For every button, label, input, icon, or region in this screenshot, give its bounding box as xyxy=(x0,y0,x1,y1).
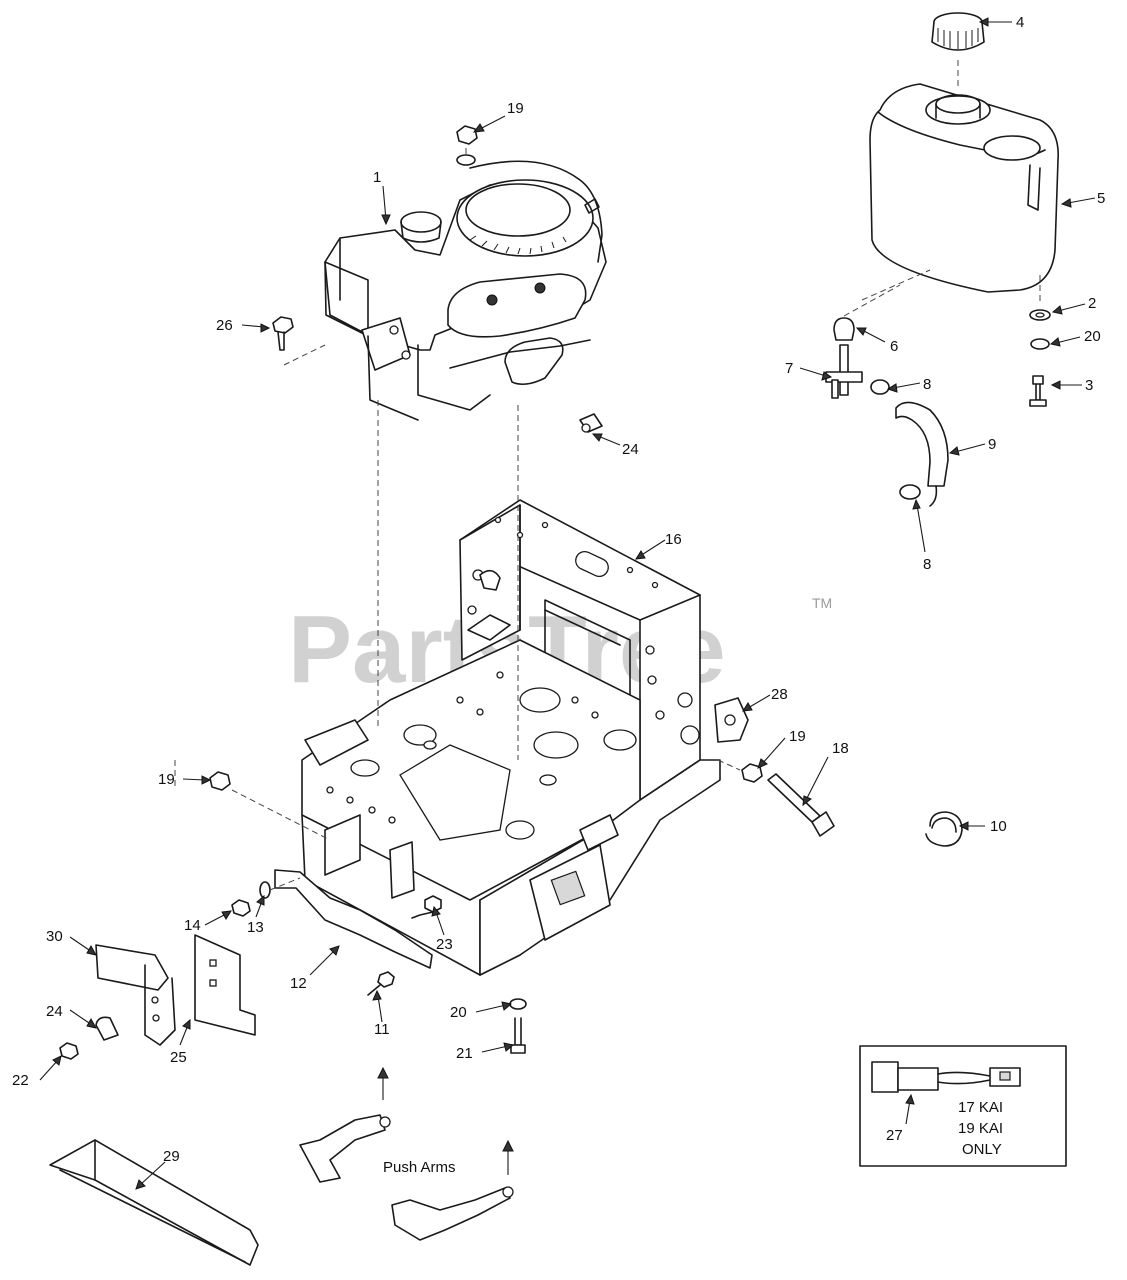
callout-25: 25 xyxy=(170,1049,187,1066)
callout-24-upper: 24 xyxy=(622,441,639,458)
bolt-11 xyxy=(367,971,395,996)
callout-19-left: 19 xyxy=(158,771,175,788)
callout-20-lower: 20 xyxy=(450,1004,467,1021)
callout-19-top: 19 xyxy=(507,100,524,117)
callout-18: 18 xyxy=(832,740,849,757)
callout-9: 9 xyxy=(988,436,996,453)
callout-7: 7 xyxy=(785,360,793,377)
hardware-20-21 xyxy=(509,998,527,1054)
callout-30: 30 xyxy=(46,928,63,945)
callout-21: 21 xyxy=(456,1045,473,1062)
callout-29: 29 xyxy=(163,1148,180,1165)
fuel-hose xyxy=(870,379,949,507)
push-arms-label: Push Arms xyxy=(383,1159,456,1176)
hardware-13-14 xyxy=(231,877,301,917)
nut-19-top xyxy=(456,125,478,166)
callout-13: 13 xyxy=(247,919,264,936)
bumper-29 xyxy=(49,1139,259,1266)
fuel-cap xyxy=(931,12,985,90)
callout-10: 10 xyxy=(990,818,1007,835)
callout-14: 14 xyxy=(184,917,201,934)
engine xyxy=(324,160,607,433)
fuel-valve xyxy=(825,284,901,399)
callout-8-upper: 8 xyxy=(923,376,931,393)
callout-1: 1 xyxy=(373,169,381,186)
callout-16: 16 xyxy=(665,531,682,548)
fuel-tank xyxy=(869,83,1059,293)
bolt-18 xyxy=(717,759,835,837)
push-arms xyxy=(299,1114,514,1241)
watermark-trademark: TM xyxy=(812,595,832,611)
callout-26: 26 xyxy=(216,317,233,334)
bolt-23 xyxy=(411,895,442,919)
tank-valve-line xyxy=(861,269,931,301)
inset-note-line2: 19 KAI xyxy=(958,1120,1003,1137)
callout-20-upper: 20 xyxy=(1084,328,1101,345)
clip-10 xyxy=(925,811,963,847)
callout-27: 27 xyxy=(886,1127,903,1144)
tank-hardware xyxy=(1029,275,1051,407)
callout-19-right: 19 xyxy=(789,728,806,745)
frame xyxy=(301,499,749,976)
callout-2: 2 xyxy=(1088,295,1096,312)
leader-lines xyxy=(39,17,1096,1190)
callout-5: 5 xyxy=(1097,190,1105,207)
callout-23: 23 xyxy=(436,936,453,953)
callout-3: 3 xyxy=(1085,377,1093,394)
callout-28: 28 xyxy=(771,686,788,703)
bolt-26 xyxy=(272,316,326,366)
callout-11: 11 xyxy=(374,1021,390,1038)
harness-inset xyxy=(859,1045,1067,1167)
bracket-12 xyxy=(274,869,433,969)
nut-19-left xyxy=(174,760,331,841)
callout-12: 12 xyxy=(290,975,307,992)
inset-note-line3: ONLY xyxy=(962,1141,1002,1158)
callout-6: 6 xyxy=(890,338,898,355)
callout-24-lower: 24 xyxy=(46,1003,63,1020)
inset-note-line1: 17 KAI xyxy=(958,1099,1003,1116)
callout-22: 22 xyxy=(12,1072,29,1089)
bracket-assembly-25 xyxy=(59,934,256,1060)
callout-8-lower: 8 xyxy=(923,556,931,573)
callout-4: 4 xyxy=(1016,14,1024,31)
